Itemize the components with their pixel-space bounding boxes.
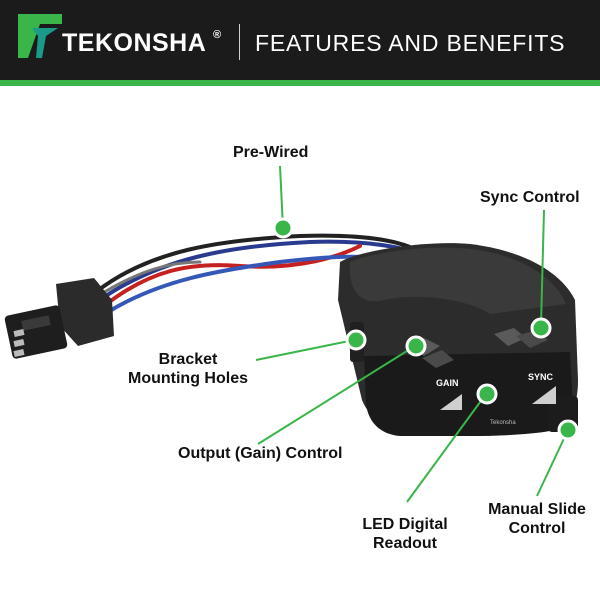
bracket-marker-icon	[345, 329, 367, 351]
sync-control-label: Sync Control	[480, 189, 580, 206]
bracket-label-line2: Mounting Holes	[128, 370, 248, 387]
gain-indicator-icon	[440, 394, 462, 410]
led-readout-marker-icon	[476, 383, 498, 405]
callout-lines	[255, 165, 569, 503]
gain-face-label: GAIN	[436, 378, 459, 388]
led-label-line2: Readout	[373, 535, 437, 552]
pre-wired-marker-icon	[272, 217, 294, 239]
header-bar	[0, 0, 600, 80]
product-illustration: GAIN SYNC Tekonsha	[4, 165, 579, 503]
manual-slide-marker-icon	[557, 419, 579, 441]
brand-name: TEKONSHA	[62, 29, 207, 57]
tekonsha-logo-icon	[18, 14, 62, 58]
manual-label-line2: Control	[508, 520, 566, 537]
plug-connector	[4, 278, 114, 359]
led-readout-label: LED Digital Readout	[350, 515, 460, 553]
led-label-line1: LED Digital	[362, 516, 448, 533]
output-gain-label: Output (Gain) Control	[178, 445, 343, 462]
header-divider	[239, 24, 240, 60]
gain-control-marker-icon	[405, 335, 427, 357]
callout-dots	[272, 217, 579, 441]
bracket-label-line1: Bracket	[158, 351, 218, 368]
manual-label-line1: Manual Slide	[488, 501, 586, 518]
manual-slide-label: Manual Slide Control	[478, 500, 596, 538]
sync-indicator-icon	[532, 386, 556, 404]
bracket-mounting-label: Bracket Mounting Holes	[118, 350, 258, 388]
registered-mark: ®	[213, 29, 222, 41]
sync-control-marker-icon	[530, 317, 552, 339]
pre-wired-label: Pre-Wired	[233, 144, 309, 161]
device-logo-text: Tekonsha	[490, 420, 516, 426]
page-title: FEATURES AND BENEFITS	[255, 30, 566, 56]
sync-face-label: SYNC	[528, 372, 554, 382]
header-accent-stripe	[0, 80, 600, 86]
brake-controller-body	[338, 243, 578, 436]
